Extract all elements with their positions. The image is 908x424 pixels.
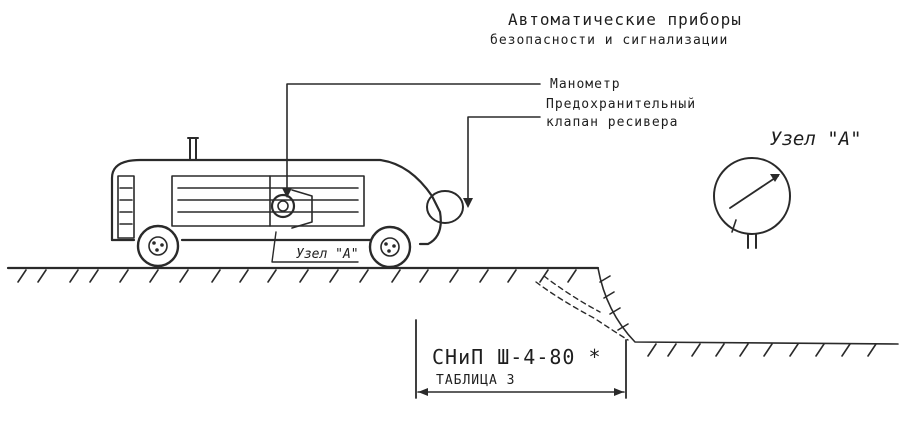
label-node-right: Узел "А" xyxy=(770,128,862,150)
mounted-manometer-gauge xyxy=(270,193,296,219)
label-manometer: Манометр xyxy=(550,77,621,92)
front-wheel xyxy=(136,224,180,268)
detail-manometer-icon xyxy=(713,157,791,235)
label-valve-line-1: Предохранительный xyxy=(546,97,696,112)
ground-surface xyxy=(6,266,899,357)
front-grille xyxy=(117,175,135,239)
title-line-1: Автоматические приборы xyxy=(508,10,742,29)
label-snip: СНиП Ш-4-80 * xyxy=(432,345,602,369)
title-line-2: безопасности и сигнализации xyxy=(490,33,728,48)
ground-hatching xyxy=(17,269,877,357)
regulation-block: СНиП Ш-4-80 * ТАБЛИЦА 3 xyxy=(415,319,627,399)
rear-wheel xyxy=(368,225,412,269)
label-node-small: Узел "А" xyxy=(296,247,359,262)
tank-truck xyxy=(110,137,464,269)
side-panel xyxy=(171,175,365,227)
label-table: ТАБЛИЦА 3 xyxy=(436,373,515,388)
receiver-tank xyxy=(426,190,464,224)
label-valve-line-2: клапан ресивера xyxy=(546,115,678,130)
leader-lines xyxy=(271,83,541,263)
node-a-detail: Узел "А" xyxy=(713,128,862,249)
